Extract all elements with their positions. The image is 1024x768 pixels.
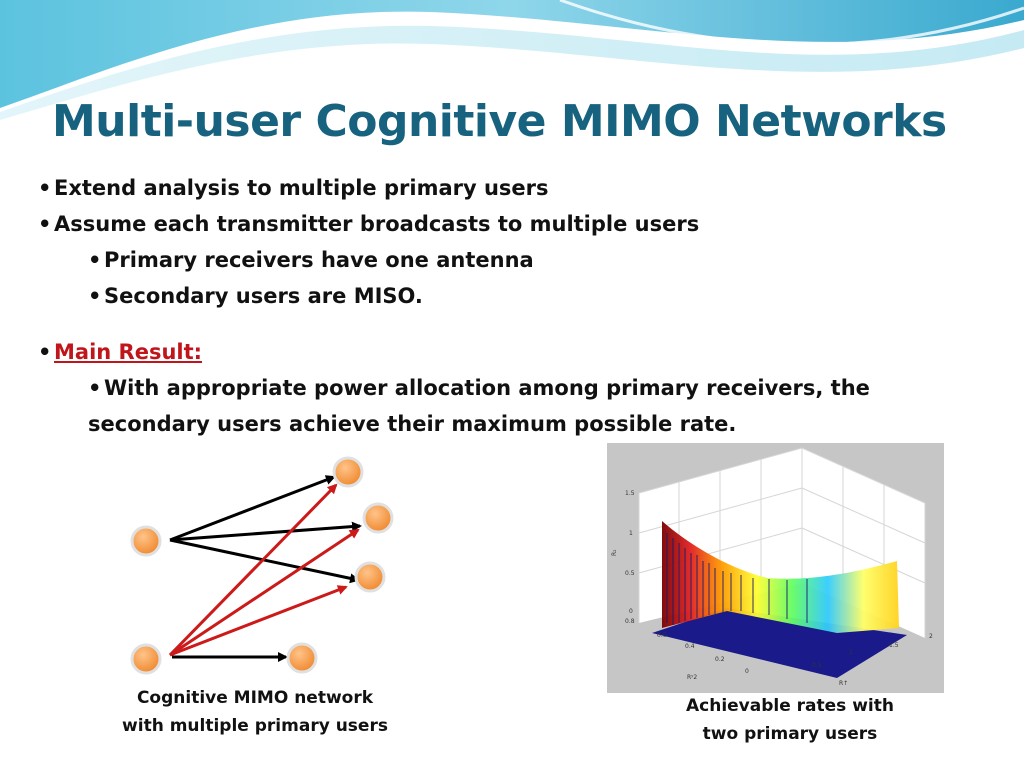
receiver-node	[354, 561, 386, 593]
bullet-item: •Main Result:	[38, 338, 202, 366]
left-tick-label: 0.8	[625, 618, 635, 625]
bullet-dot: •	[38, 176, 52, 200]
caption-line: two primary users	[702, 724, 878, 744]
y-tick-label: 0	[745, 668, 749, 675]
x-tick-label: 0.5	[812, 662, 822, 669]
bullet-item: •Assume each transmitter broadcasts to m…	[38, 210, 699, 238]
bullet-dot: •	[38, 340, 52, 364]
edge-red	[169, 585, 348, 657]
sub-bullet-item: •Primary receivers have one antenna	[88, 246, 534, 274]
edge-black	[169, 521, 362, 542]
bullet-text: secondary users achieve their maximum po…	[88, 412, 737, 436]
slide-title: Multi-user Cognitive MIMO Networks	[52, 96, 947, 147]
network-diagram	[130, 456, 394, 675]
bullet-dot: •	[38, 212, 52, 236]
bullet-dot: •	[88, 248, 102, 272]
bullet-text: Secondary users are MISO.	[104, 284, 423, 308]
bullet-item: •Extend analysis to multiple primary use…	[38, 174, 549, 202]
bullet-dot: •	[88, 376, 102, 400]
sub-bullet-item: •With appropriate power allocation among…	[88, 374, 870, 402]
y-tick-label: 0.2	[715, 656, 725, 663]
secondary-tx-node	[130, 525, 162, 557]
rate-surface-plot: 1.5 1 0.5 0 0.8 0.6 0.4 0.2 0 0.5 1 1.5 …	[607, 443, 944, 693]
sub-bullet-item: •Secondary users are MISO.	[88, 282, 423, 310]
bullet-dot: •	[88, 284, 102, 308]
header-wave-decoration	[0, 0, 1024, 120]
bullet-text: Extend analysis to multiple primary user…	[54, 176, 549, 200]
surface-plot-svg: 1.5 1 0.5 0 0.8 0.6 0.4 0.2 0 0.5 1 1.5 …	[611, 447, 933, 687]
edge-black	[169, 475, 336, 542]
main-result-label: Main Result:	[54, 340, 203, 364]
z-tick-label: 0.5	[625, 570, 635, 577]
primary-tx-node	[130, 643, 162, 675]
caption-line: with multiple primary users	[122, 716, 388, 736]
bullet-text: Assume each transmitter broadcasts to mu…	[54, 212, 700, 236]
x-axis-label: R↑	[839, 680, 848, 687]
y-tick-label: 0.6	[657, 632, 667, 639]
bullet-continuation: secondary users achieve their maximum po…	[88, 410, 736, 438]
receiver-node	[286, 642, 318, 674]
network-caption: Cognitive MIMO network with multiple pri…	[100, 684, 410, 740]
receiver-node	[362, 502, 394, 534]
receiver-node	[332, 456, 364, 488]
caption-line: Achievable rates with	[685, 696, 894, 716]
x-tick-label: 2	[929, 633, 933, 640]
z-axis-label: R₂	[611, 549, 618, 556]
bullet-text: With appropriate power allocation among …	[104, 376, 870, 400]
bullet-text: Primary receivers have one antenna	[104, 248, 534, 272]
x-tick-label: 1.5	[889, 642, 899, 649]
x-tick-label: 1	[849, 649, 853, 656]
plot-caption: Achievable rates with two primary users	[650, 692, 930, 748]
y-tick-label: 0.4	[685, 643, 695, 650]
z-tick-label: 1.5	[625, 490, 635, 497]
edge-red	[168, 483, 338, 657]
z-tick-label: 0	[629, 608, 633, 615]
y-axis-label: Rʸ2	[687, 674, 697, 681]
z-tick-label: 1	[629, 530, 633, 537]
caption-line: Cognitive MIMO network	[136, 688, 374, 708]
edge-red	[169, 528, 360, 657]
